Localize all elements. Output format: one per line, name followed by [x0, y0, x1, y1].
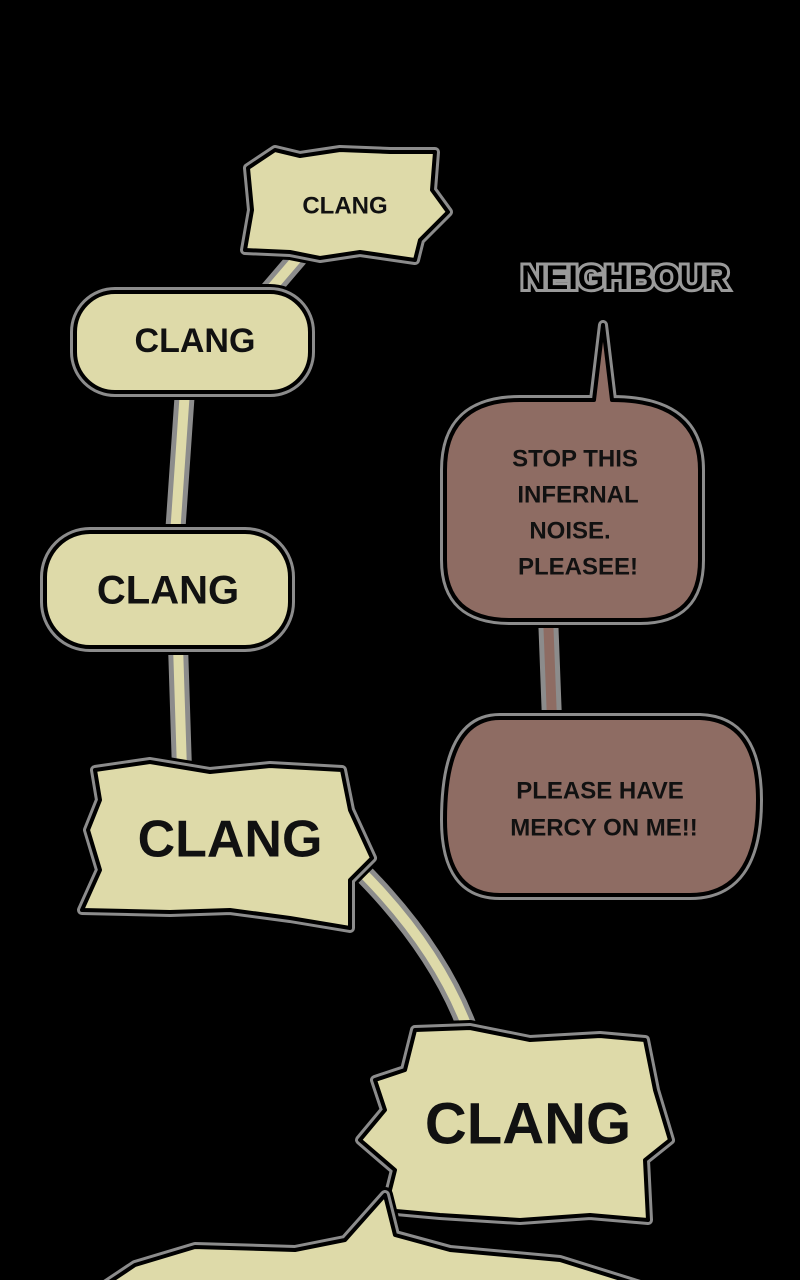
sfx-text: CLANG: [97, 569, 239, 613]
bubble-connectors: [162, 242, 565, 1263]
sfx-bubble: CLANG: [45, 532, 290, 647]
sfx-bubble: CLANG: [360, 1028, 670, 1220]
speaker-label: NEIGHBOUR: [521, 259, 729, 297]
sfx-text: CLANG: [138, 811, 323, 869]
speech-line: NOISE.: [529, 517, 610, 544]
sfx-text: CLANG: [425, 1091, 631, 1156]
sfx-bubble: CLANG: [82, 762, 372, 928]
speech-bubble: STOP THIS INFERNAL NOISE. PLEASEE!: [445, 325, 700, 620]
sfx-text: CLANG: [135, 322, 256, 360]
speech-line: PLEASEE!: [518, 553, 638, 580]
speech-line: MERCY ON ME!!: [510, 814, 698, 841]
speech-line: INFERNAL: [517, 481, 638, 508]
sfx-bubble: CLANG: [75, 292, 310, 392]
speech-bubble: PLEASE HAVE MERCY ON ME!!: [445, 718, 758, 895]
sfx-bubble: CLANG: [245, 150, 448, 260]
speech-line: STOP THIS: [512, 445, 638, 472]
sfx-text: CLANG: [302, 192, 387, 219]
speech-line: PLEASE HAVE: [516, 777, 684, 804]
